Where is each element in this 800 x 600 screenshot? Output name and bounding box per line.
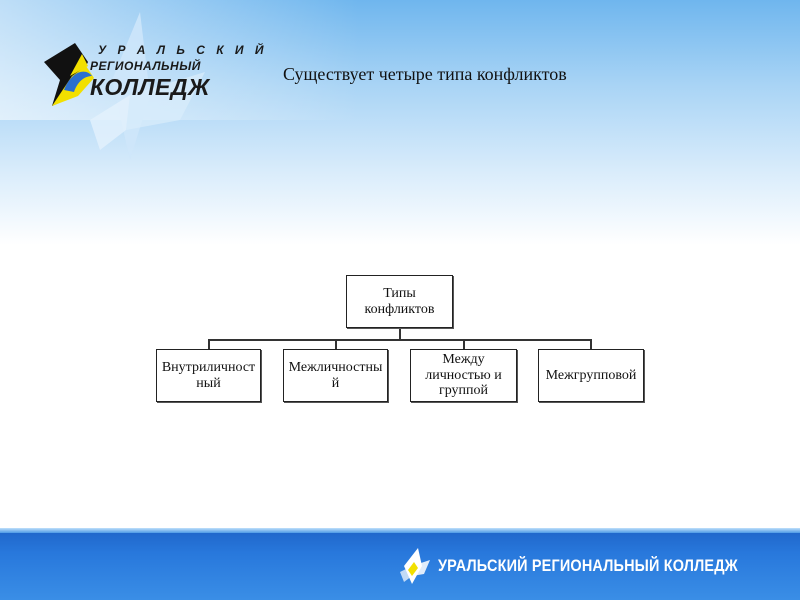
child-connector-2 (335, 339, 337, 349)
footer-logo: УРАЛЬСКИЙ РЕГИОНАЛЬНЫЙ КОЛЛЕДЖ (398, 546, 791, 586)
child-node-2: Межличностны й (283, 349, 388, 402)
horizontal-connector (208, 339, 591, 341)
root-connector (399, 328, 401, 340)
logo-line-1: У Р А Л Ь С К И Й (98, 43, 268, 57)
child-node-3: Между личностью и группой (410, 349, 517, 402)
child-node-4: Межгрупповой (538, 349, 644, 402)
child-connector-3 (463, 339, 465, 349)
logo-line-2: РЕГИОНАЛЬНЫЙ (90, 59, 201, 73)
child-connector-1 (208, 339, 210, 349)
child-node-1: Внутриличност ный (156, 349, 261, 402)
header-background (0, 0, 800, 245)
child-node-label: Между личностью и группой (425, 352, 502, 399)
root-node-label: Типы конфликтов (364, 286, 435, 317)
child-connector-4 (590, 339, 592, 349)
slide-title: Существует четыре типа конфликтов (283, 64, 567, 84)
child-node-label: Межгрупповой (545, 367, 637, 383)
footer-band (0, 528, 800, 600)
book-star-icon (44, 12, 205, 160)
book-star-icon (400, 548, 430, 584)
child-node-label: Внутриличност ный (161, 360, 256, 391)
root-node: Типы конфликтов (346, 275, 453, 328)
logo-line-3: КОЛЛЕДЖ (90, 74, 210, 100)
footer-brand-text: УРАЛЬСКИЙ РЕГИОНАЛЬНЫЙ КОЛЛЕДЖ (438, 556, 738, 575)
college-logo: У Р А Л Ь С К И Й РЕГИОНАЛЬНЫЙ КОЛЛЕДЖ (30, 10, 264, 160)
child-node-label: Межличностны й (288, 360, 383, 391)
